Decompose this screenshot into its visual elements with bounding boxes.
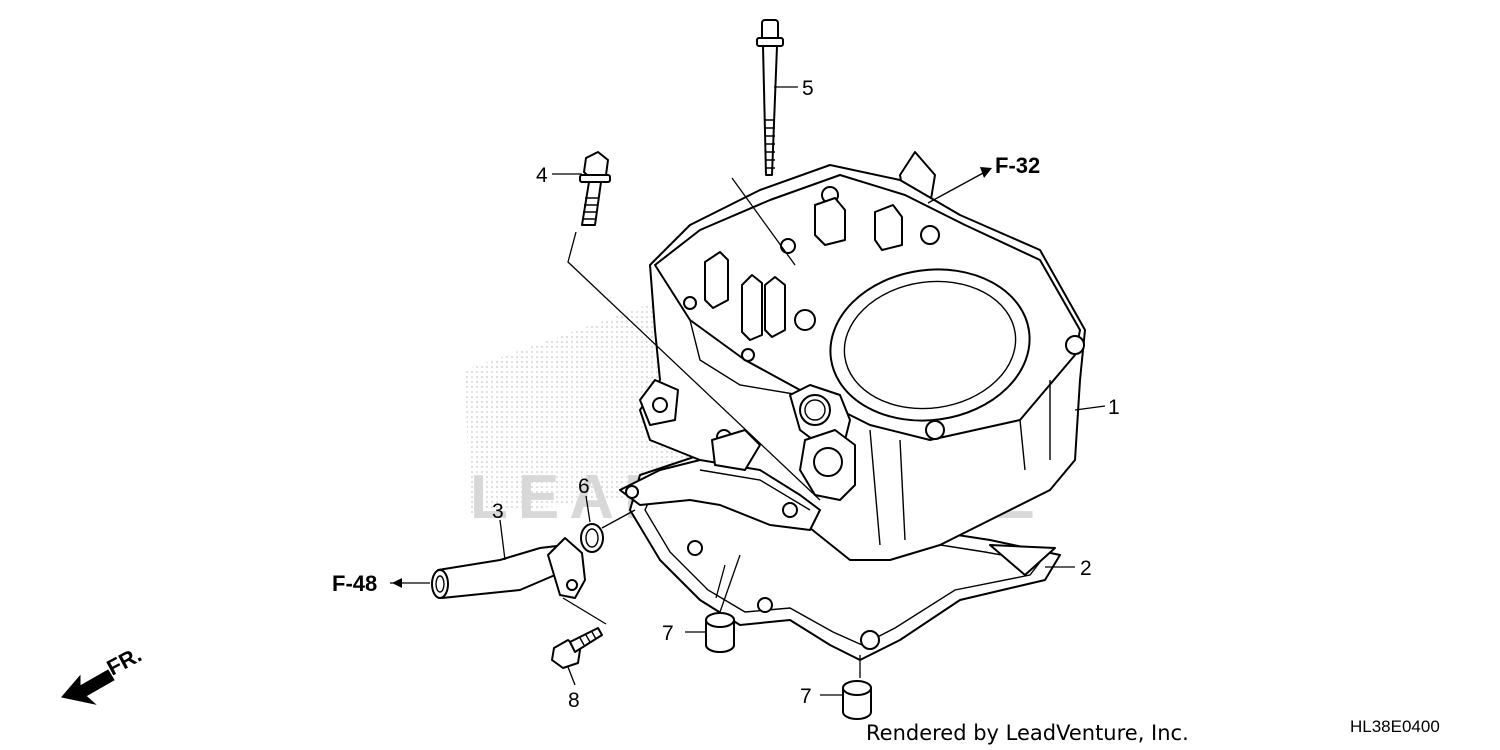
footer-credit: Rendered by LeadVenture, Inc. [866,721,1189,745]
callout-3[interactable]: 3 [492,500,504,523]
ref-f48[interactable]: F-48 [332,571,377,596]
callout-7-upper[interactable]: 7 [662,622,674,645]
callout-1[interactable]: 1 [1108,396,1120,419]
callout-4[interactable]: 4 [536,164,548,187]
dowel-pin-lower[interactable] [842,680,872,720]
dowel-pin-upper[interactable] [705,612,735,653]
callout-2[interactable]: 2 [1080,557,1092,580]
water-joint[interactable] [431,537,586,599]
arrow-icon [61,669,115,705]
diagram-code: HL38E0400 [1350,717,1440,736]
callout-5[interactable]: 5 [802,77,814,100]
leader-lines [390,86,1106,696]
callout-8[interactable]: 8 [568,689,580,712]
f32-arrow-icon [980,167,992,178]
o-ring[interactable] [580,523,604,553]
callout-7-lower[interactable]: 7 [800,685,812,708]
f48-arrow-icon [392,578,402,588]
callout-6[interactable]: 6 [578,475,590,498]
ref-f32[interactable]: F-32 [995,153,1040,178]
cylinder-block[interactable] [619,151,1086,561]
long-stud-bolt[interactable] [756,19,784,176]
front-direction-arrow: FR. [61,642,146,705]
small-bolt[interactable] [551,627,603,669]
short-bolt[interactable] [579,151,611,226]
